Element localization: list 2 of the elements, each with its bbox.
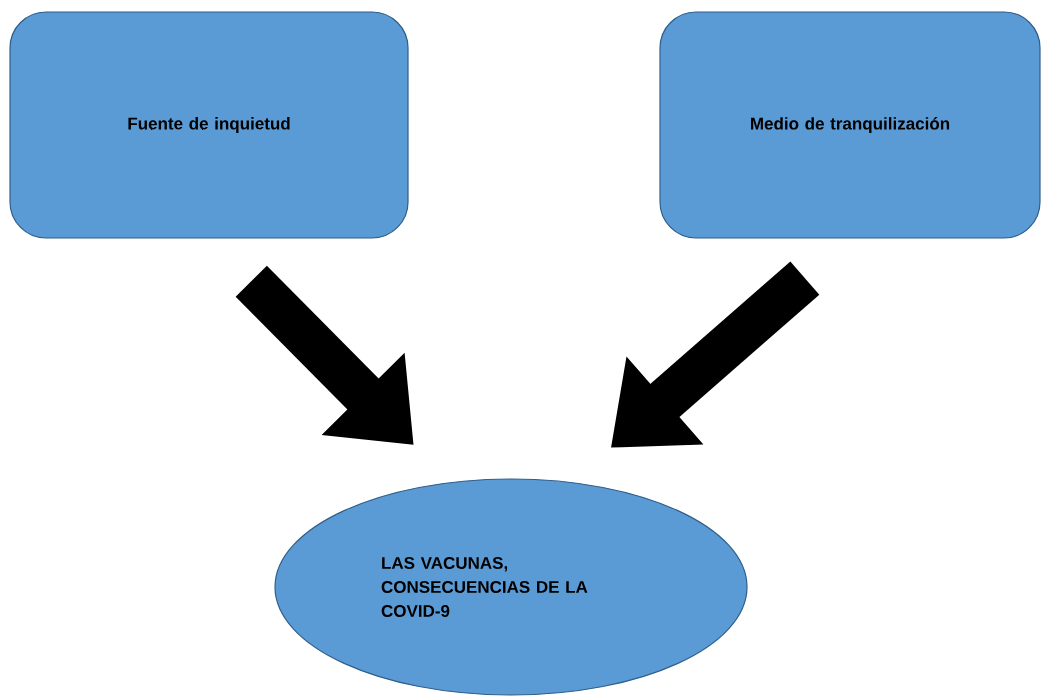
rounded-box: Medio de tranquilización	[659, 11, 1041, 239]
rounded-box: Fuente de inquietud	[9, 11, 409, 239]
